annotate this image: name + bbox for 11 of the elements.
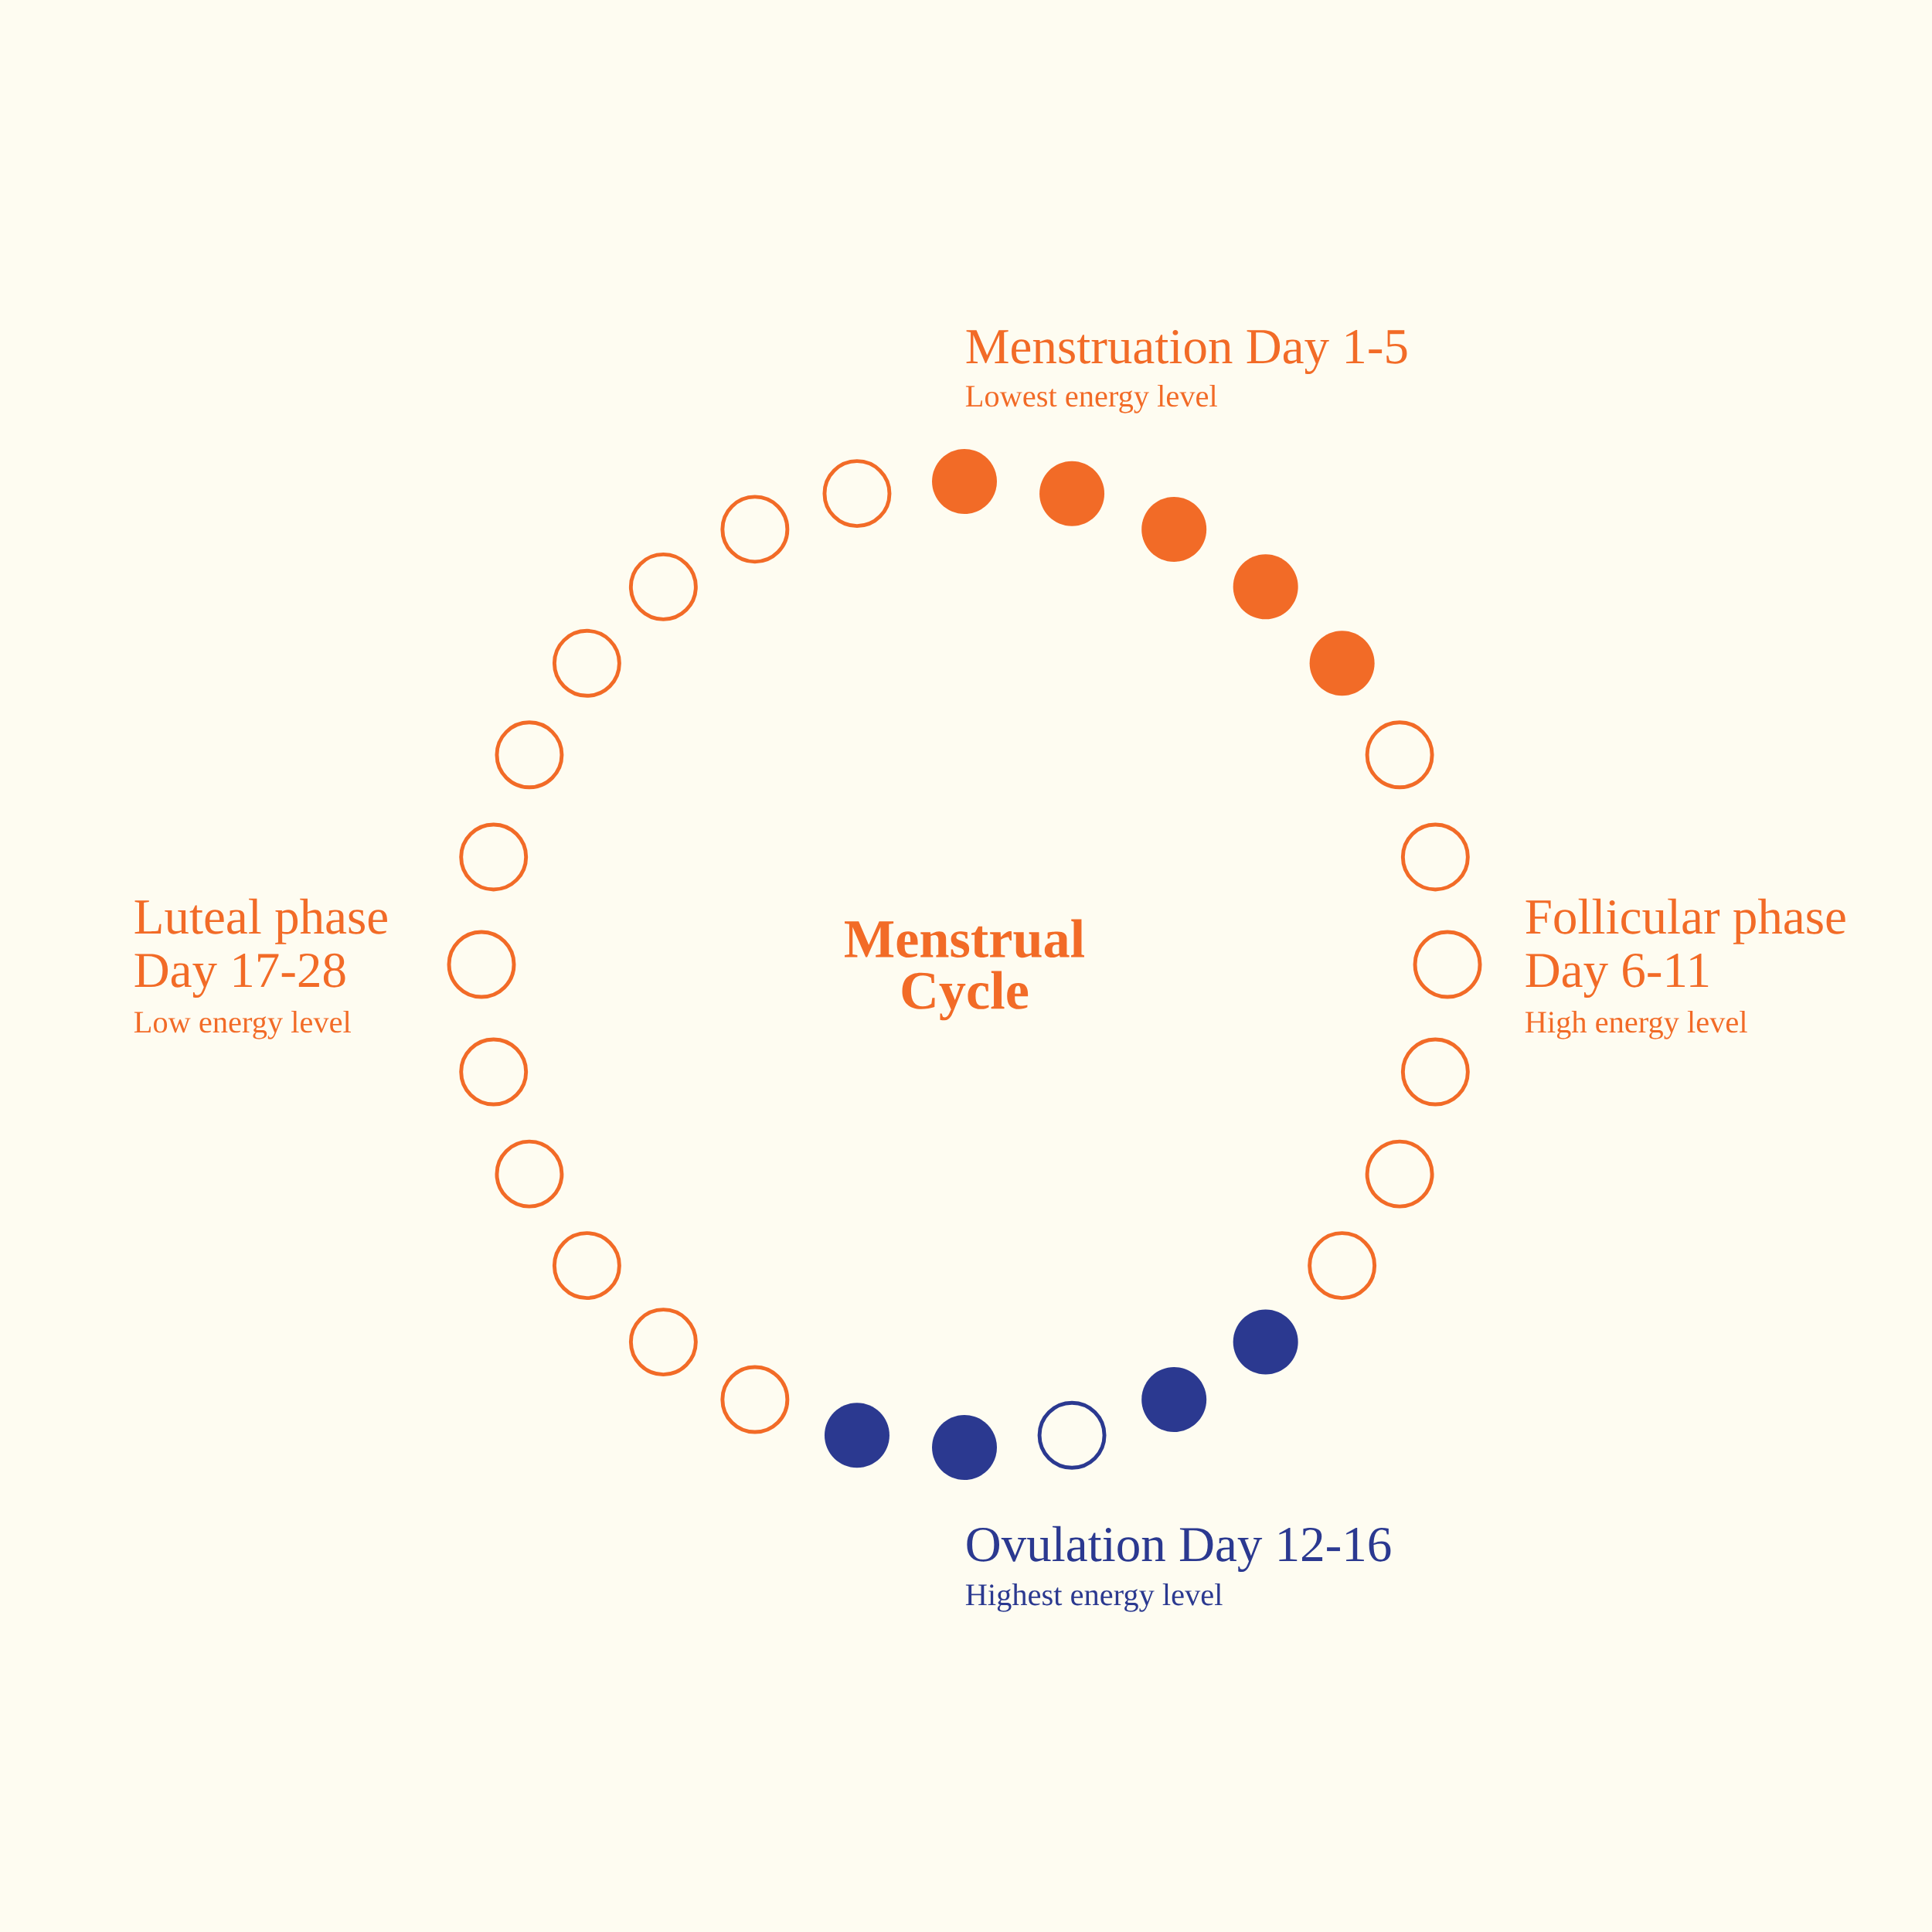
- energy-note: Highest energy level: [965, 1583, 1223, 1612]
- energy-note: Low energy level: [134, 1010, 351, 1039]
- phase-days: Day 6-11: [1526, 953, 1709, 998]
- energy-note: Lowest energy level: [965, 384, 1217, 413]
- center-title: Menstrual Cycle: [845, 919, 1084, 1021]
- energy-note: High energy level: [1525, 1010, 1747, 1039]
- phase-days: Day 17-28: [134, 953, 345, 998]
- phase-heading: Ovulation Day 12-16: [967, 1526, 1391, 1573]
- phase-heading: Menstruation Day 1-5: [966, 329, 1407, 375]
- phase-heading: Luteal phase: [134, 898, 387, 944]
- phase-heading: Follicular phase: [1526, 898, 1845, 944]
